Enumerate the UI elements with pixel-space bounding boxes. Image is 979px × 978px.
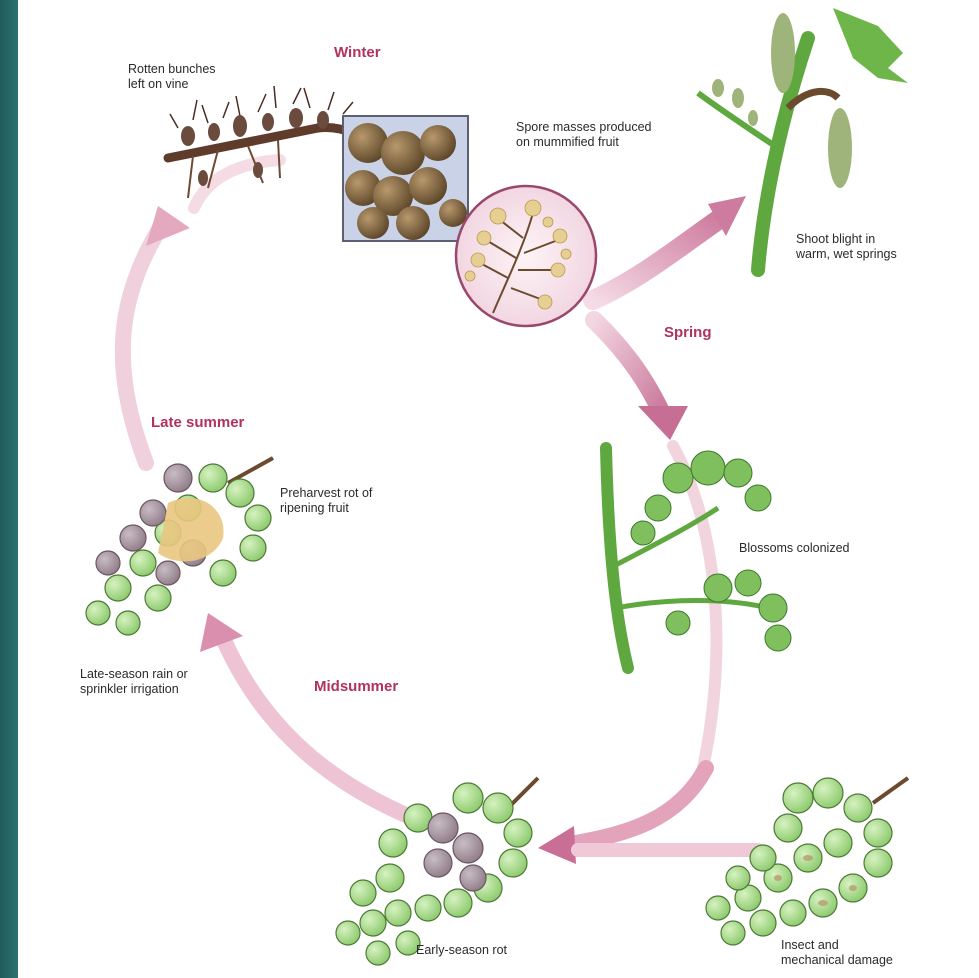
season-label-winter: Winter (334, 44, 381, 61)
arrow-to-early-rot (570, 768, 706, 844)
life-cycle-diagram (18, 8, 979, 978)
arrow-head-spring (638, 406, 688, 440)
damaged-grapes-icon (706, 778, 908, 945)
blossom-cluster-icon (606, 448, 791, 668)
arrow-head-winter (146, 206, 190, 246)
caption-preharvest: Preharvest rot of ripening fruit (280, 486, 372, 516)
caption-rotten-bunches: Rotten bunches left on vine (128, 62, 216, 92)
rotten-vine-icon (168, 86, 358, 198)
arrow-to-shoot-blight (593, 220, 718, 300)
diagram-panel: Winter Spring Late summer Midsummer Rott… (18, 8, 979, 978)
shoot-blight-icon (698, 8, 908, 270)
arrow-head-early-rot (538, 826, 576, 864)
caption-spore-masses: Spore masses produced on mummified fruit (516, 120, 652, 150)
spore-conidiophore-icon (456, 186, 596, 326)
early-rot-grapes-icon (336, 778, 538, 965)
mummified-fruit-icon (343, 116, 468, 241)
arrow-midsummer (223, 638, 413, 818)
arrow-winter-to-spring (594, 320, 663, 416)
caption-insect: Insect and mechanical damage (781, 938, 893, 968)
preharvest-grapes-icon (86, 458, 273, 635)
season-label-midsummer: Midsummer (314, 678, 398, 695)
caption-blossoms: Blossoms colonized (739, 541, 849, 556)
season-label-late-summer: Late summer (151, 414, 244, 431)
caption-early-rot: Early-season rot (416, 943, 507, 958)
caption-late-rain: Late-season rain or sprinkler irrigation (80, 667, 188, 697)
caption-shoot-blight: Shoot blight in warm, wet springs (796, 232, 897, 262)
season-label-spring: Spring (664, 324, 712, 341)
arrow-winter-top (194, 160, 280, 208)
arrow-blossoms-down (673, 446, 716, 768)
